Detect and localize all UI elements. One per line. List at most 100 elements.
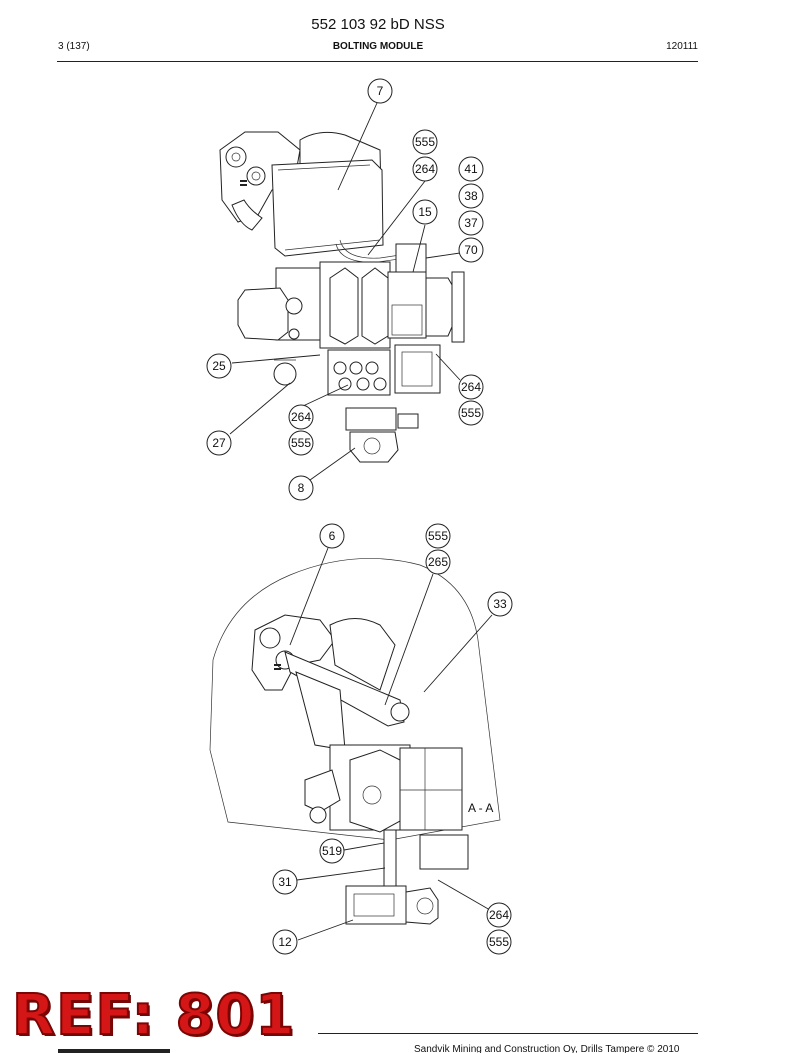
svg-text:37: 37	[464, 216, 478, 230]
bracket-boss	[246, 166, 266, 186]
swing-envelope	[209, 558, 501, 841]
cradle-left	[237, 287, 289, 341]
motor-mount	[345, 407, 397, 431]
svg-text:12: 12	[278, 935, 292, 949]
svg-text:555: 555	[489, 935, 509, 949]
ref-stamp: REF: 801	[11, 982, 296, 1049]
upper-assembly	[219, 131, 465, 463]
bracket-bore	[231, 152, 241, 162]
port-fitting	[365, 361, 379, 375]
hose-clamp	[273, 362, 297, 386]
bracket-boss	[225, 146, 247, 168]
motor-shaft	[363, 437, 381, 455]
callout-12: 12	[272, 929, 298, 955]
hose-line	[339, 239, 421, 259]
port-fitting	[333, 361, 347, 375]
motor-body	[425, 277, 456, 337]
callout-7: 7	[367, 78, 393, 104]
svg-text:41: 41	[464, 162, 478, 176]
svg-text:264: 264	[489, 908, 509, 922]
callout-8: 8	[288, 475, 314, 501]
callout-264: 264	[412, 156, 438, 182]
bracket-claw	[231, 199, 263, 231]
callout-264: 264	[288, 404, 314, 430]
doc-number: 552 103 92 bD NSS	[311, 16, 445, 33]
callout-33: 33	[487, 591, 513, 617]
hatch-mark	[240, 180, 247, 182]
port-fitting	[373, 377, 387, 391]
callout-555: 555	[288, 430, 314, 456]
lower-motor-body	[345, 885, 407, 925]
callout-70: 70	[458, 237, 484, 263]
drive-motor	[349, 431, 399, 463]
section-jaw	[349, 749, 403, 833]
svg-text:264: 264	[291, 410, 311, 424]
rotated-cylinder	[329, 618, 396, 691]
upper-leaders	[229, 102, 461, 481]
svg-text:555: 555	[461, 406, 481, 420]
swing-arm	[284, 651, 405, 727]
svg-text:264: 264	[415, 162, 435, 176]
callout-15: 15	[412, 199, 438, 225]
company-logo	[58, 1049, 170, 1053]
valve-housing	[394, 344, 441, 394]
date-code: 120111	[666, 41, 698, 52]
svg-text:38: 38	[464, 189, 478, 203]
callout-265: 265	[425, 549, 451, 575]
callout-37: 37	[458, 210, 484, 236]
lower-motor-face	[353, 893, 395, 917]
section-pin	[309, 806, 327, 824]
svg-text:264: 264	[461, 380, 481, 394]
svg-text:7: 7	[377, 84, 384, 98]
footer-rule	[318, 1033, 698, 1034]
arm-pivot	[390, 702, 410, 722]
callout-31: 31	[272, 869, 298, 895]
port-fitting	[349, 361, 363, 375]
copyright-text: Sandvik Mining and Construction Oy, Dril…	[414, 1044, 680, 1053]
motor-flange	[451, 271, 465, 343]
svg-text:25: 25	[212, 359, 226, 373]
svg-text:555: 555	[428, 529, 448, 543]
callout-38: 38	[458, 183, 484, 209]
svg-text:27: 27	[212, 436, 226, 450]
jaw-right	[361, 267, 389, 345]
hatch-mark	[274, 668, 281, 670]
cover-box	[271, 159, 384, 257]
hatch-mark	[240, 184, 247, 186]
svg-text:8: 8	[298, 481, 305, 495]
lower-assembly	[209, 558, 501, 925]
svg-text:265: 265	[428, 555, 448, 569]
svg-text:31: 31	[278, 875, 292, 889]
valve-face	[401, 351, 433, 387]
svg-text:15: 15	[418, 205, 432, 219]
callout-6: 6	[319, 523, 345, 549]
hatch-mark	[274, 664, 281, 666]
mount-lug	[397, 413, 419, 429]
port-fitting	[356, 377, 370, 391]
svg-text:33: 33	[493, 597, 507, 611]
section-label: A - A	[468, 801, 494, 815]
motor-cap	[395, 243, 427, 273]
section-lug	[304, 769, 341, 813]
callout-25: 25	[206, 353, 232, 379]
section-housing	[399, 747, 463, 831]
guide-rod	[383, 829, 397, 887]
callout-555: 555	[486, 929, 512, 955]
svg-text:555: 555	[291, 436, 311, 450]
jaw-plate	[391, 304, 423, 336]
jaw-left	[329, 267, 359, 345]
section-bore	[362, 785, 382, 805]
header-rule	[57, 61, 698, 62]
callout-555: 555	[412, 129, 438, 155]
svg-text:555: 555	[415, 135, 435, 149]
svg-text:6: 6	[329, 529, 336, 543]
lower-motor-shaft	[416, 897, 434, 915]
callout-555: 555	[425, 523, 451, 549]
bracket-boss	[259, 627, 281, 649]
callout-27: 27	[206, 430, 232, 456]
callout-41: 41	[458, 156, 484, 182]
pivot-pin	[285, 297, 303, 315]
callout-555: 555	[458, 400, 484, 426]
port-fitting	[338, 377, 352, 391]
lower-motor-cap	[405, 887, 439, 925]
